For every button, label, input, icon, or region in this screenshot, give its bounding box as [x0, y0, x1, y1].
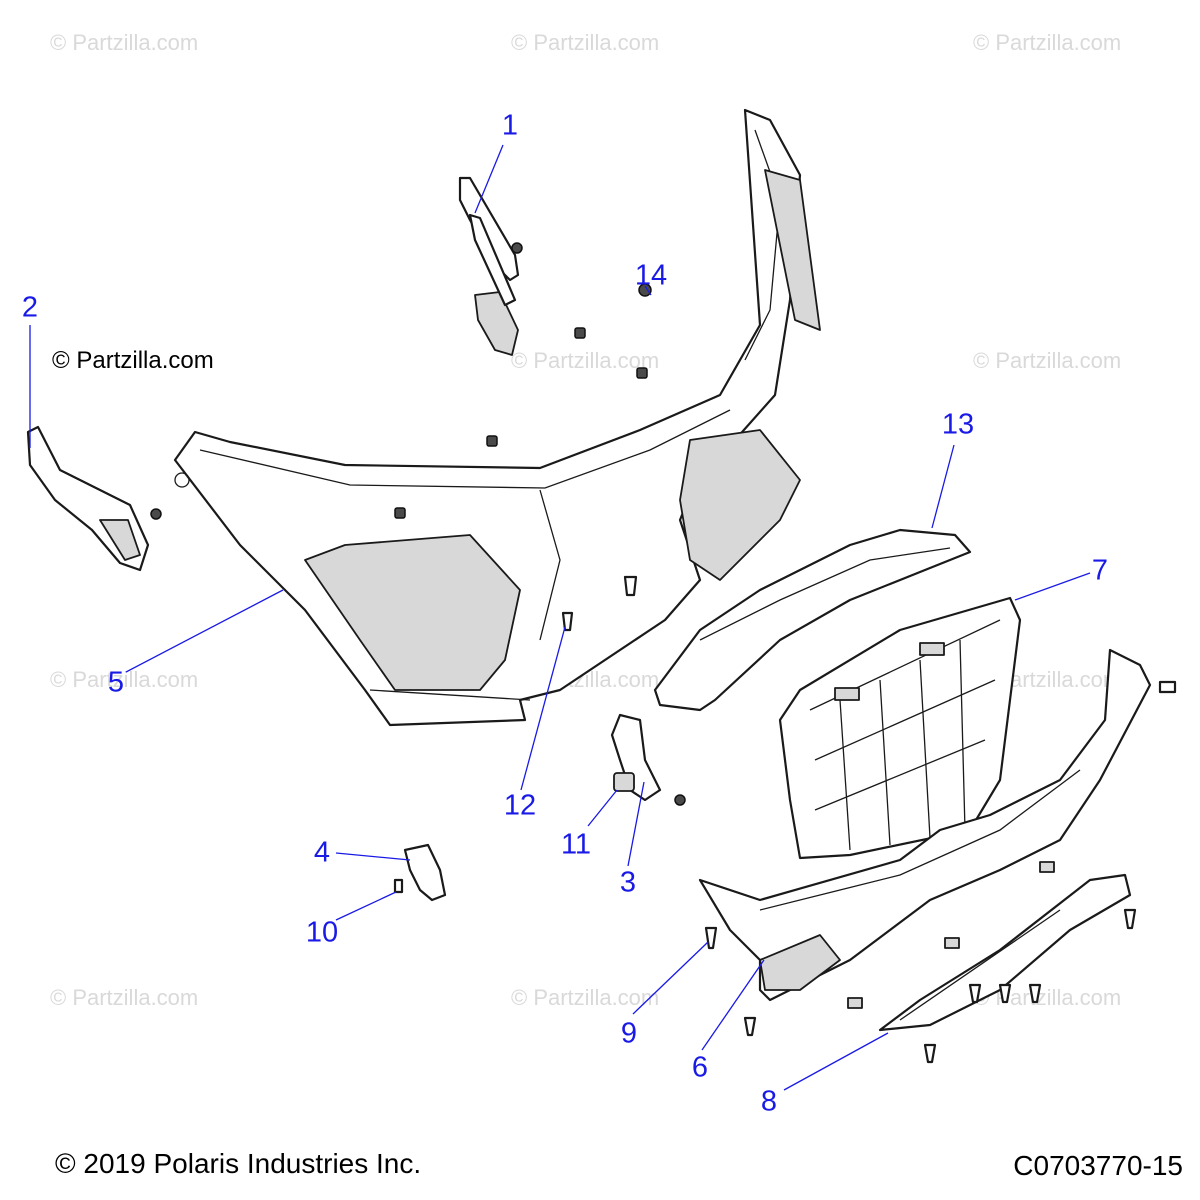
screw: [968, 983, 982, 1004]
part-11-clip: [613, 772, 635, 792]
part-10-screw: [393, 878, 404, 894]
part-2-side-bracket: [26, 425, 162, 572]
part-8-skid-panel: [878, 873, 1132, 1032]
watermark: © Partzilla.com: [511, 985, 660, 1010]
leader-line-9: [632, 941, 709, 1015]
screw: [923, 1043, 937, 1064]
part-3-bracket: [610, 713, 686, 806]
watermark: © Partzilla.com: [511, 348, 660, 373]
watermark: © Partzilla.com: [973, 30, 1122, 55]
watermark: © Partzilla.com: [50, 985, 199, 1010]
watermark: © Partzilla.com: [511, 30, 660, 55]
leader-line-6: [701, 959, 765, 1051]
watermark: © Partzilla.com: [973, 348, 1122, 373]
spring-clip: [847, 997, 863, 1009]
callout-8: 8: [760, 1085, 778, 1118]
push-pin: [623, 575, 638, 597]
screw: [998, 983, 1012, 1004]
screw: [1028, 983, 1042, 1004]
leader-line-7: [1014, 572, 1091, 601]
callout-13: 13: [941, 408, 975, 441]
spring-clip: [1039, 861, 1055, 873]
screw: [743, 1016, 757, 1037]
leader-lines: [29, 144, 1091, 1091]
watermark: © Partzilla.com: [50, 667, 199, 692]
leader-line-13: [931, 444, 955, 529]
callout-3: 3: [619, 866, 637, 899]
part-12-push-pin: [561, 611, 574, 632]
watermark: © Partzilla.com: [50, 30, 199, 55]
drawing-number: C0703770-15: [1013, 1150, 1183, 1181]
leader-line-8: [783, 1032, 889, 1091]
leader-line-14: [644, 285, 652, 296]
screw: [1158, 680, 1177, 694]
part-9-screw: [704, 926, 718, 950]
part-14-grommet: [638, 283, 652, 297]
part-13-crossbar: [653, 528, 972, 712]
callout-12: 12: [503, 789, 537, 822]
callout-1: 1: [501, 109, 519, 142]
copyright-notice: © 2019 Polaris Industries Inc.: [55, 1148, 422, 1179]
part-6-lower-bumper: [698, 648, 1152, 1002]
leader-line-11: [587, 789, 618, 827]
fasteners: [393, 283, 1177, 1064]
leader-line-4: [335, 852, 411, 861]
leader-line-10: [335, 891, 397, 921]
leader-line-3: [627, 781, 645, 867]
leader-line-1: [474, 144, 504, 214]
callout-9: 9: [620, 1017, 638, 1050]
leader-line-12: [520, 626, 566, 791]
callout-4: 4: [313, 836, 331, 869]
spring-clip: [944, 937, 960, 949]
callout-14: 14: [634, 259, 668, 292]
part-1-upper-bracket: [458, 176, 523, 356]
partzilla-credit: © Partzilla.com: [52, 347, 214, 374]
part-5-front-frame: [173, 108, 821, 727]
part-4-small-bracket: [403, 843, 447, 902]
leader-line-5: [125, 589, 284, 673]
callout-10: 10: [305, 916, 339, 949]
screw: [1123, 908, 1137, 930]
callout-5: 5: [107, 666, 125, 699]
part-7-grille: [778, 596, 1022, 860]
callout-11: 11: [560, 828, 592, 861]
callout-6: 6: [691, 1051, 709, 1084]
callout-7: 7: [1091, 554, 1109, 587]
callout-2: 2: [21, 291, 39, 324]
